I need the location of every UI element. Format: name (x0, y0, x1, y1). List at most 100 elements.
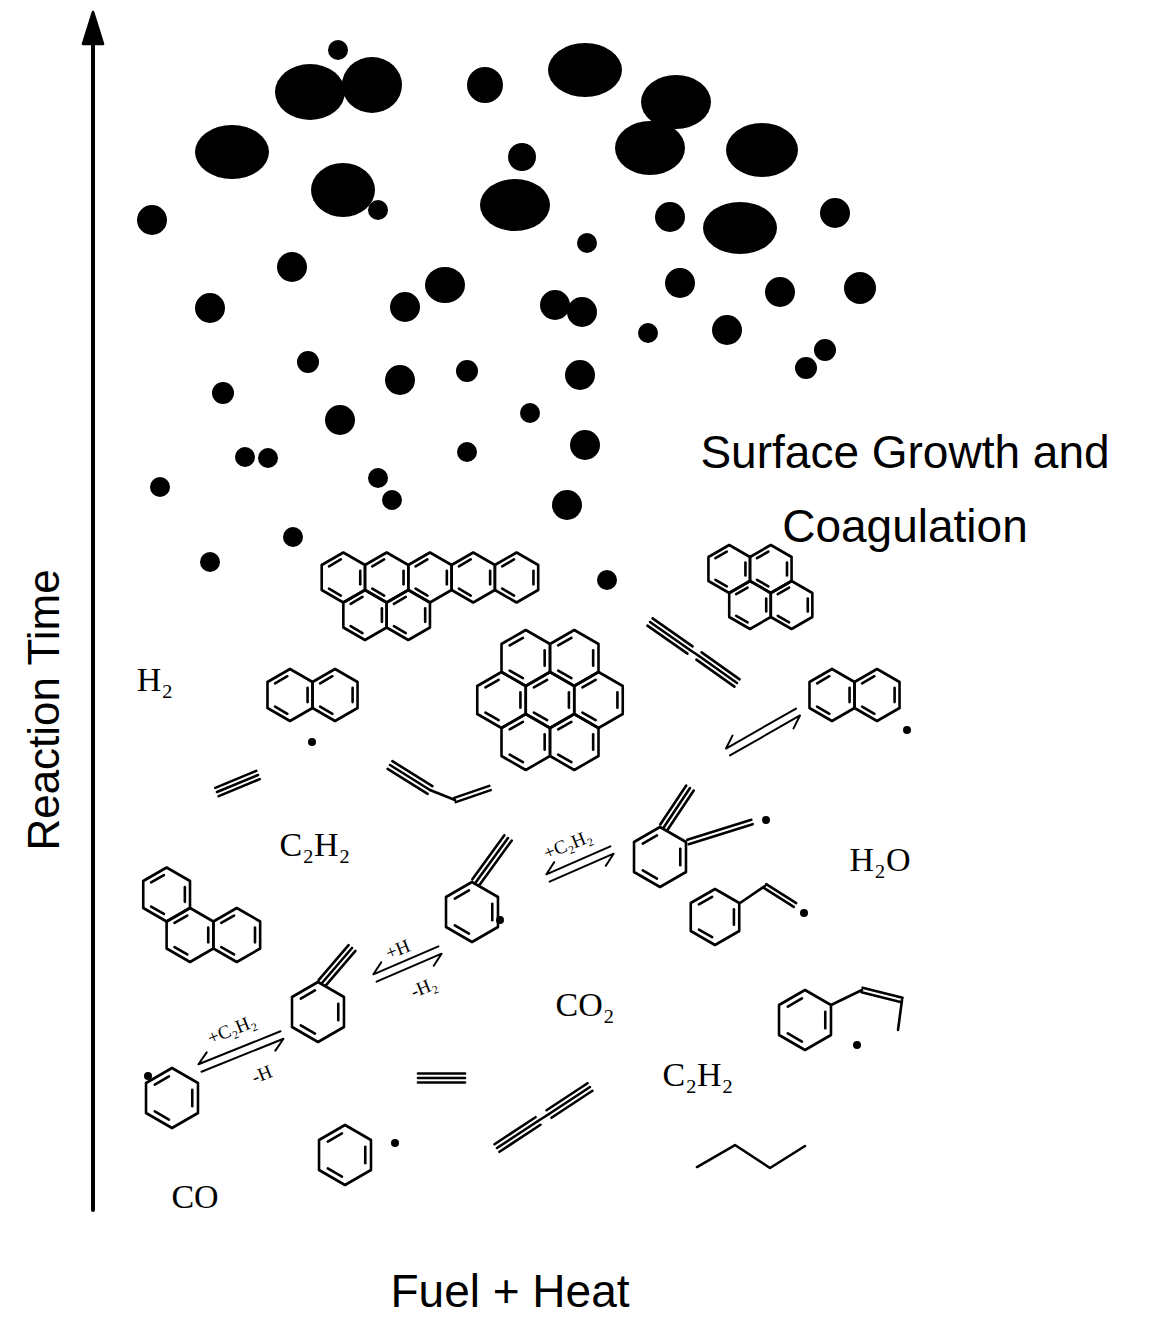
benzene-ring (452, 553, 495, 603)
double-bond (689, 824, 753, 844)
double-bond (394, 597, 406, 604)
double-bond (699, 897, 712, 905)
reaction-label: -H₂ (407, 972, 440, 1003)
species-formula: H₂ (137, 660, 173, 701)
soot-particle (665, 268, 695, 298)
triple-bond (390, 765, 430, 790)
double-bond (558, 638, 571, 646)
acetylene (418, 1072, 465, 1075)
double-bond (592, 734, 595, 749)
double-bond (744, 562, 747, 575)
radical-dot (308, 738, 316, 746)
double-bond (543, 734, 546, 749)
reverse-arrow (726, 709, 796, 749)
double-bond (364, 1147, 367, 1163)
benzene-ring (750, 545, 792, 593)
double-bond (485, 680, 498, 688)
double-bond (824, 1012, 827, 1028)
benzene-ring (267, 669, 312, 721)
double-bond (592, 650, 595, 665)
double-bond (532, 571, 535, 585)
benzene-ring (550, 630, 598, 686)
soot-particle (638, 323, 658, 343)
soot-particle (195, 125, 269, 179)
double-bond (510, 722, 523, 730)
naphthyl-radical (267, 669, 357, 721)
phenylacetylene (292, 982, 344, 1042)
benzene-ring (809, 669, 854, 721)
soot-particle (195, 293, 225, 323)
soot-particle (277, 252, 307, 282)
triple-bond (325, 951, 355, 986)
acetylene (219, 779, 260, 796)
reaction-label: +C₂H₂ (540, 825, 595, 865)
phenyl-radical (319, 1125, 371, 1185)
soot-particle (520, 403, 540, 423)
ethynyl-vinyl-benzene (634, 827, 686, 887)
triple-bond (551, 1091, 592, 1118)
double-bond (558, 671, 571, 679)
double-bond (254, 928, 257, 943)
double-bond (455, 925, 469, 933)
species-formula: C₂H₂ (663, 1055, 734, 1096)
illustration-group (83, 12, 911, 1210)
soot-particle (726, 123, 798, 177)
soot-particle (552, 490, 582, 520)
triple-bond (668, 790, 694, 829)
triple-bond (660, 786, 686, 825)
benzene-ring (634, 827, 686, 887)
phenylacetylene-radical (446, 882, 498, 942)
soot-particle (385, 365, 415, 395)
double-bond (733, 909, 736, 924)
double-bond (643, 870, 657, 878)
stage-label: Surface Growth and Coagulation (635, 416, 1172, 563)
soot-particle (508, 143, 536, 171)
triple-bond (476, 838, 508, 882)
soot-particle (548, 43, 622, 97)
double-bond (764, 888, 794, 907)
soot-particle (597, 570, 617, 590)
double-bond (558, 755, 571, 763)
double-bond (184, 887, 187, 902)
styryl-radical (691, 889, 739, 945)
triple-bond (699, 656, 737, 683)
benzene-ring (502, 714, 550, 770)
double-bond (862, 676, 874, 683)
soot-particle (275, 64, 345, 120)
double-bond (817, 707, 829, 714)
pyrene-like-pah (708, 545, 812, 629)
soot-particle (814, 339, 836, 361)
double-bond (510, 671, 523, 679)
double-bond (736, 616, 747, 623)
double-bond (275, 707, 287, 714)
soot-particle (844, 272, 876, 304)
double-bond (699, 930, 712, 938)
soot-particle (567, 297, 597, 327)
radical-dot (391, 1139, 399, 1147)
benzene-ring (446, 882, 498, 942)
benzene-ring (343, 590, 386, 640)
double-bond (456, 790, 491, 802)
benzene-ring (779, 990, 831, 1050)
soot-particle (258, 448, 278, 468)
benzene-ring (387, 590, 430, 640)
double-bond (191, 1090, 194, 1106)
double-bond (862, 707, 874, 714)
phenanthrene (143, 868, 260, 963)
soot-particle (297, 351, 319, 373)
double-bond (329, 559, 341, 566)
benzene-ring (502, 630, 550, 686)
benzene-ring (213, 908, 260, 962)
double-bond (151, 907, 164, 914)
soot-particle (328, 40, 348, 60)
double-bond (221, 947, 234, 954)
double-bond (788, 998, 802, 1006)
double-bond (416, 559, 428, 566)
soot-particle (425, 267, 465, 303)
time-axis (91, 40, 95, 1210)
double-bond (446, 571, 449, 585)
species-formula: CO₂ (555, 985, 614, 1026)
double-bond (459, 559, 471, 566)
reaction-label: +H (382, 935, 413, 965)
double-bond (510, 755, 523, 763)
